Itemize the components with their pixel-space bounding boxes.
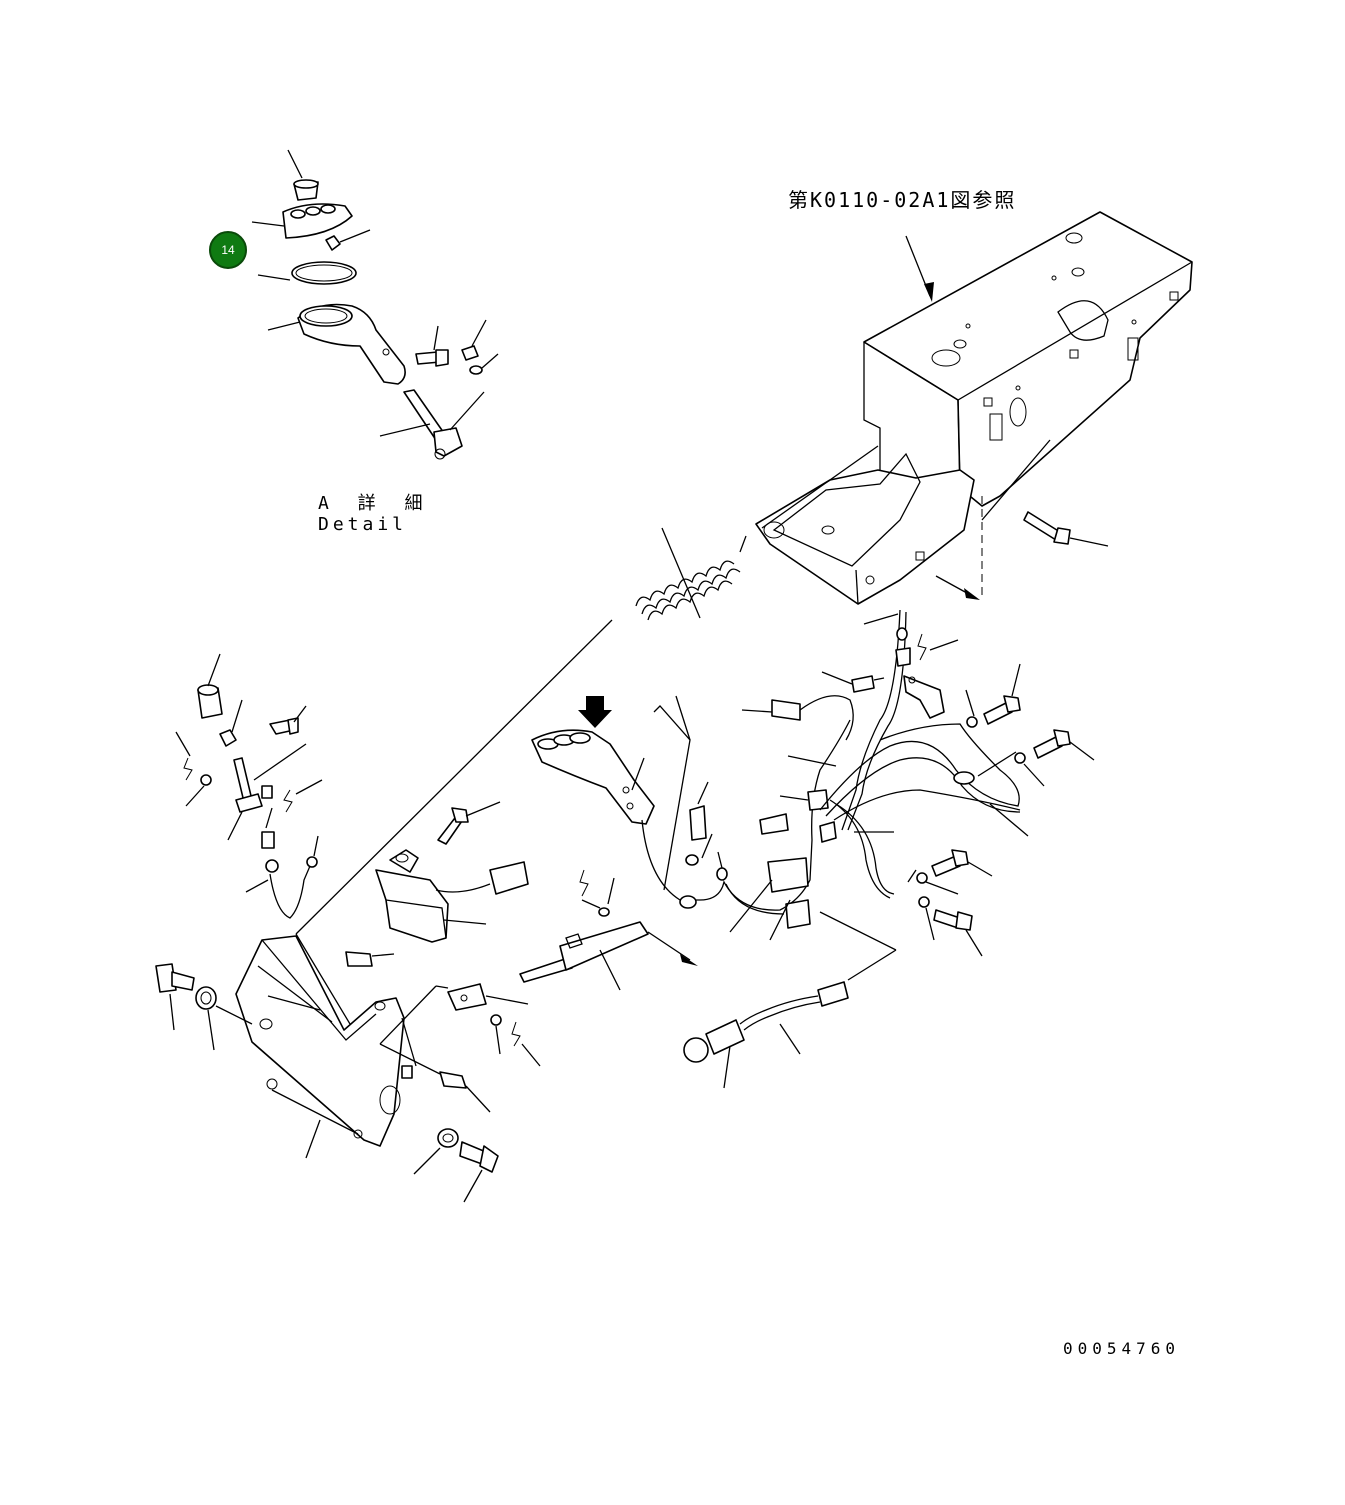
detail-a-assembly bbox=[251, 149, 499, 460]
switch-cable-part bbox=[245, 807, 319, 919]
clevis-rod-part bbox=[379, 983, 541, 1067]
part-callout-badge[interactable]: 14 bbox=[209, 231, 247, 269]
bolt-part bbox=[415, 325, 449, 367]
button-block-part bbox=[251, 203, 353, 239]
push-rod-part bbox=[519, 869, 698, 991]
cable-harness-part bbox=[653, 609, 1029, 941]
main-frame-part bbox=[863, 211, 1193, 507]
right-bolts-part bbox=[907, 663, 1095, 957]
knob-part bbox=[197, 653, 243, 747]
grip-part bbox=[531, 729, 700, 901]
lever-head-part bbox=[267, 303, 406, 385]
lever-pin-part bbox=[175, 705, 323, 841]
shaft-part bbox=[379, 389, 485, 460]
small-screw-part bbox=[325, 229, 371, 251]
cap-part bbox=[287, 149, 319, 201]
pedal-bracket-part bbox=[235, 933, 405, 1159]
nut-washer-part bbox=[461, 319, 499, 375]
reference-arrow bbox=[905, 235, 980, 600]
spring-part bbox=[295, 527, 747, 935]
down-arrow-icon bbox=[578, 696, 612, 728]
callout-number: 14 bbox=[221, 243, 235, 257]
sensor-part bbox=[683, 911, 897, 1089]
detail-label-en: Detail bbox=[318, 514, 408, 535]
frame-bolt-part bbox=[981, 439, 1109, 600]
pivot-pin-part bbox=[345, 951, 499, 1203]
reference-note: 第K0110-02A1図参照 bbox=[788, 188, 1017, 212]
switch-bolt-part bbox=[437, 801, 501, 845]
document-number: 00054760 bbox=[1063, 1339, 1181, 1358]
o-ring-part bbox=[257, 261, 357, 285]
large-bolt-part bbox=[155, 963, 253, 1051]
switch-box-part bbox=[375, 849, 529, 943]
base-plate-part bbox=[755, 445, 975, 605]
detail-label-jp: A 詳 細 bbox=[318, 493, 432, 514]
